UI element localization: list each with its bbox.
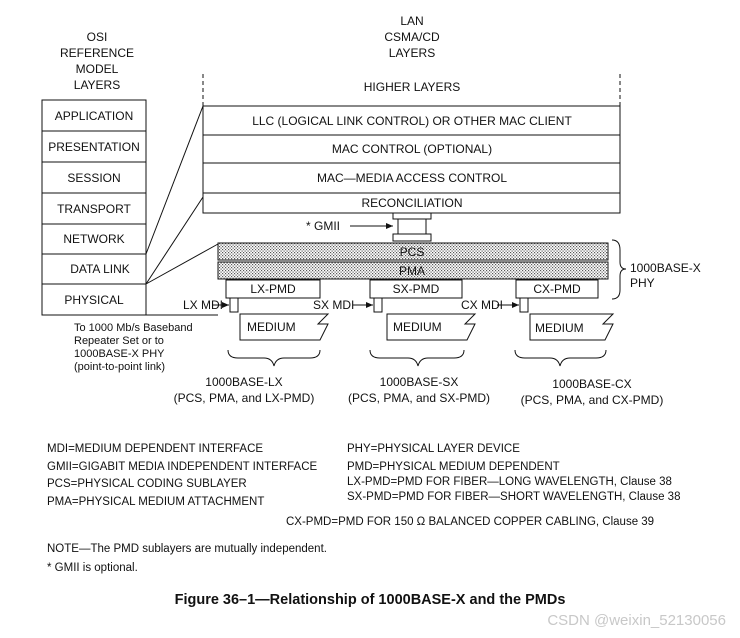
svg-text:OSI: OSI xyxy=(87,30,108,44)
legend-pmd: PMD=PHYSICAL MEDIUM DEPENDENT xyxy=(347,461,560,473)
osi-layer-data-link: DATA LINK xyxy=(70,262,130,276)
cx-pmd-label: CX-PMD xyxy=(533,282,581,296)
legend-phy: PHY=PHYSICAL LAYER DEVICE xyxy=(347,443,520,455)
phy-brace xyxy=(611,239,627,300)
svg-text:(point-to-point link): (point-to-point link) xyxy=(74,361,165,373)
mac-label: MAC—MEDIA ACCESS CONTROL xyxy=(317,171,507,185)
svg-text:Repeater Set or to: Repeater Set or to xyxy=(74,335,164,347)
gmii-optional-note: * GMII is optional. xyxy=(47,562,138,574)
lx-pmd-label: LX-PMD xyxy=(250,282,296,296)
osi-layer-presentation: PRESENTATION xyxy=(48,140,140,154)
svg-text:LAN: LAN xyxy=(400,14,423,28)
pma-label: PMA xyxy=(399,264,425,278)
higher-layers-label: HIGHER LAYERS xyxy=(364,80,460,94)
svg-text:LAYERS: LAYERS xyxy=(389,46,435,60)
watermark: CSDN @weixin_52130056 xyxy=(547,612,726,629)
osi-layer-session: SESSION xyxy=(67,171,120,185)
reconciliation-label: RECONCILIATION xyxy=(361,196,462,210)
lan-stack xyxy=(202,74,621,214)
osi-layer-network: NETWORK xyxy=(63,232,124,246)
lx-group-title: 1000BASE-LX xyxy=(205,375,282,389)
medium-boxes xyxy=(239,313,615,341)
phy-label-line2: PHY xyxy=(630,276,655,290)
mac-control-label: MAC CONTROL (OPTIONAL) xyxy=(332,142,492,156)
svg-text:1000BASE-X PHY: 1000BASE-X PHY xyxy=(74,348,165,360)
osi-stack xyxy=(41,99,147,316)
pmd-boxes xyxy=(225,279,599,299)
pmd-independence-note: NOTE—The PMD sublayers are mutually inde… xyxy=(47,543,327,555)
legend-pcs: PCS=PHYSICAL CODING SUBLAYER xyxy=(47,478,247,490)
group-braces xyxy=(227,349,607,367)
lx-group-desc: (PCS, PMA, and LX-PMD) xyxy=(174,391,315,405)
osi-layer-physical: PHYSICAL xyxy=(64,293,124,307)
osi-layer-transport: TRANSPORT xyxy=(57,202,131,216)
sx-pmd-label: SX-PMD xyxy=(393,282,440,296)
cx-group-title: 1000BASE-CX xyxy=(552,377,631,391)
cx-group-desc: (PCS, PMA, and CX-PMD) xyxy=(521,393,664,407)
cx-mdi-label: CX MDI xyxy=(461,298,503,312)
cx-medium-label: MEDIUM xyxy=(535,321,584,335)
legend-sx-pmd: SX-PMD=PMD FOR FIBER—SHORT WAVELENGTH, C… xyxy=(347,491,681,503)
lan-header: LAN CSMA/CD LAYERS xyxy=(384,14,440,60)
mdi-connectors xyxy=(229,297,529,313)
legend-lx-pmd: LX-PMD=PMD FOR FIBER—LONG WAVELENGTH, Cl… xyxy=(347,476,672,488)
sx-group-desc: (PCS, PMA, and SX-PMD) xyxy=(348,391,490,405)
mapping-lines xyxy=(145,105,219,316)
osi-layer-application: APPLICATION xyxy=(55,109,133,123)
pcs-layer xyxy=(217,242,609,261)
llc-label: LLC (LOGICAL LINK CONTROL) OR OTHER MAC … xyxy=(252,114,572,128)
osi-lan-diagram: OSI REFERENCE MODEL LAYERS APPLICATION P… xyxy=(41,14,701,407)
gmii-connector xyxy=(350,212,432,242)
svg-text:LAYERS: LAYERS xyxy=(74,78,120,92)
svg-text:MODEL: MODEL xyxy=(76,62,119,76)
gmii-label: * GMII xyxy=(306,219,340,233)
sx-mdi-label: SX MDI xyxy=(313,298,354,312)
pma-layer xyxy=(217,261,609,280)
sx-group-title: 1000BASE-SX xyxy=(380,375,459,389)
legend-cx-pmd: CX-PMD=PMD FOR 150 Ω BALANCED COPPER CAB… xyxy=(286,516,655,528)
svg-text:To 1000 Mb/s Baseband: To 1000 Mb/s Baseband xyxy=(74,322,193,334)
pcs-label: PCS xyxy=(400,245,425,259)
svg-text:REFERENCE: REFERENCE xyxy=(60,46,134,60)
sx-medium-label: MEDIUM xyxy=(393,320,442,334)
legend-mdi: MDI=MEDIUM DEPENDENT INTERFACE xyxy=(47,443,264,455)
repeater-note: To 1000 Mb/s Baseband Repeater Set or to… xyxy=(74,322,193,373)
svg-text:CSMA/CD: CSMA/CD xyxy=(384,30,440,44)
lx-mdi-label: LX MDI xyxy=(183,298,223,312)
legend-gmii: GMII=GIGABIT MEDIA INDEPENDENT INTERFACE xyxy=(47,461,318,473)
legend-pma: PMA=PHYSICAL MEDIUM ATTACHMENT xyxy=(47,496,265,508)
osi-layer-labels: APPLICATION PRESENTATION SESSION TRANSPO… xyxy=(48,109,140,307)
figure-caption: Figure 36–1—Relationship of 1000BASE-X a… xyxy=(174,592,566,608)
lx-medium-label: MEDIUM xyxy=(247,320,296,334)
osi-header: OSI REFERENCE MODEL LAYERS xyxy=(60,30,134,92)
phy-label-line1: 1000BASE-X xyxy=(630,261,701,275)
